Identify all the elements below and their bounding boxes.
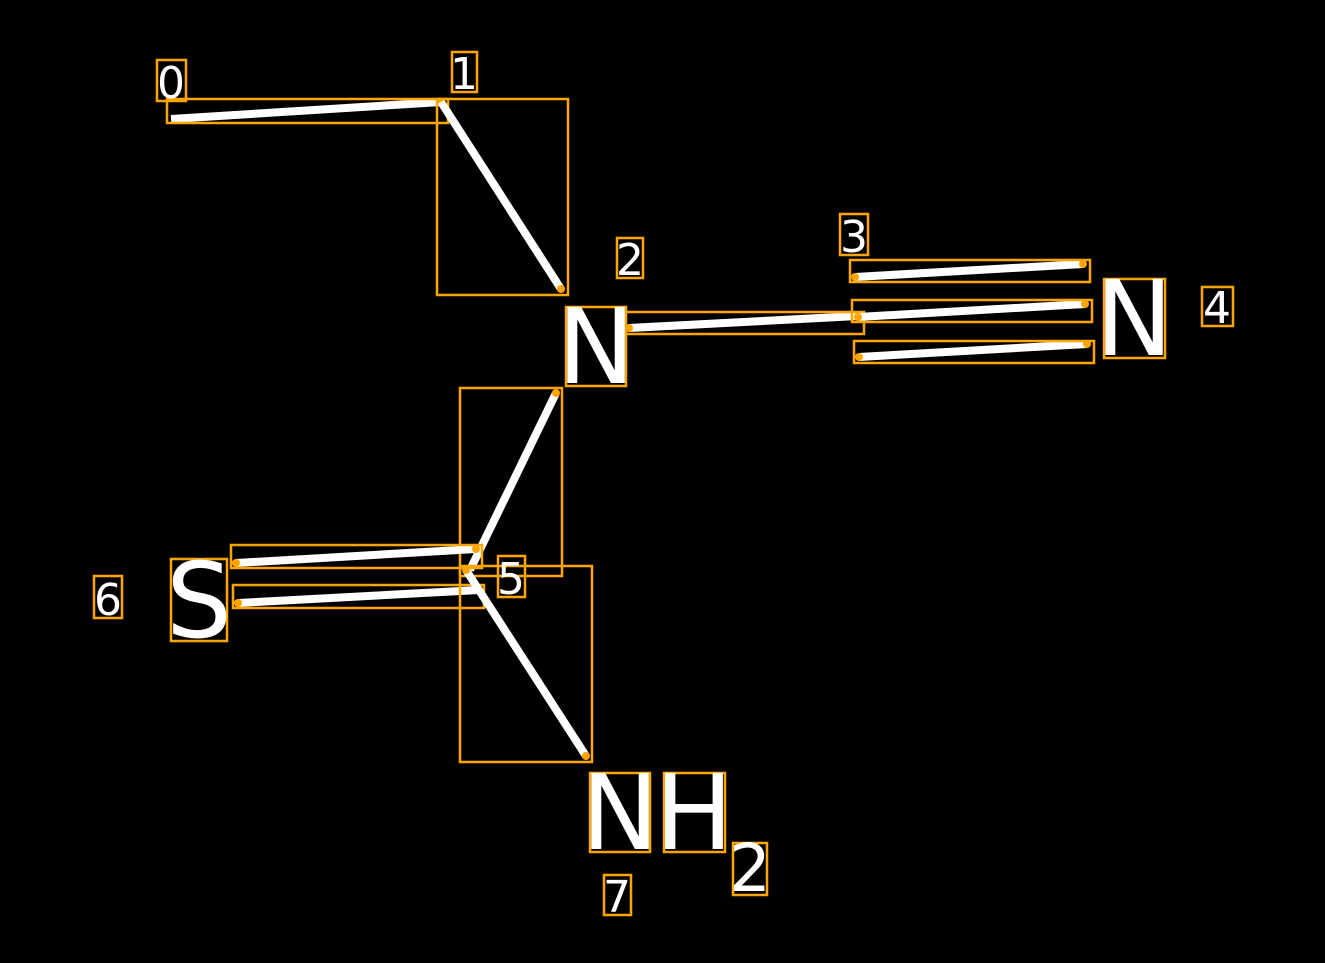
bond-endpoint-dot xyxy=(472,545,480,553)
bond-line xyxy=(628,312,859,332)
bond-3-4-b xyxy=(850,298,1094,324)
bond-line xyxy=(237,586,480,607)
label-text: 2 xyxy=(616,235,644,286)
bond-3-4-a xyxy=(848,258,1092,284)
atom-amine-n: N xyxy=(581,752,659,874)
bond-line xyxy=(854,260,1084,281)
index-label-5: 5 xyxy=(496,554,527,605)
annotation-box xyxy=(588,771,652,854)
bond-line xyxy=(462,567,590,759)
bond-line xyxy=(170,98,442,123)
bond-0-1 xyxy=(165,97,450,125)
label-text: N xyxy=(1095,258,1173,380)
index-label-2: 2 xyxy=(615,235,645,286)
index-label-3: 3 xyxy=(838,212,870,263)
bond-2-5 xyxy=(458,386,564,578)
annotation-box xyxy=(92,574,124,620)
annotation-box xyxy=(662,771,727,854)
annotation-box xyxy=(496,554,527,599)
annotation-box xyxy=(731,841,769,897)
label-text: 7 xyxy=(603,872,631,923)
label-text: S xyxy=(166,540,232,662)
annotation-box xyxy=(450,50,479,94)
annotation-box xyxy=(850,298,1094,324)
annotation-box xyxy=(602,873,633,917)
annotation-box xyxy=(458,386,564,578)
index-label-7: 7 xyxy=(602,872,633,923)
bond-endpoint-dot xyxy=(854,313,862,321)
index-label-6: 6 xyxy=(92,574,124,626)
annotation-box xyxy=(848,258,1092,284)
bond-line xyxy=(858,340,1088,361)
atom-amine-subscript: 2 xyxy=(729,830,771,907)
annotation-box xyxy=(169,557,229,643)
bond-endpoint-dot xyxy=(851,273,859,281)
bond-line xyxy=(857,300,1086,321)
bond-1-2 xyxy=(435,97,570,297)
label-text: 4 xyxy=(1203,283,1231,334)
annotation-box xyxy=(838,212,870,257)
label-text: 5 xyxy=(497,554,525,605)
bond-endpoint-dot xyxy=(855,353,863,361)
index-label-1: 1 xyxy=(450,49,479,100)
atom-nitrogen-2: N xyxy=(557,286,635,408)
atom-amine-h: H xyxy=(655,752,733,874)
annotation-box xyxy=(1200,285,1235,328)
index-label-4: 4 xyxy=(1200,283,1235,334)
atom-sulfur-6: S xyxy=(166,540,232,662)
bonds xyxy=(165,97,1096,764)
bond-endpoint-dot xyxy=(1083,340,1091,348)
atom-nitrogen-4: N xyxy=(1095,258,1173,380)
label-text: 6 xyxy=(94,575,122,626)
bond-2-3 xyxy=(623,310,866,336)
label-text: 0 xyxy=(157,58,185,109)
label-text: N xyxy=(557,286,635,408)
bond-endpoint-dot xyxy=(557,285,565,293)
index-label-0: 0 xyxy=(155,58,188,109)
label-text: 2 xyxy=(729,830,771,907)
bond-5-6-a xyxy=(229,543,484,570)
annotation-box xyxy=(229,543,484,570)
label-text: 1 xyxy=(450,49,478,100)
bond-endpoint-dot xyxy=(232,559,240,567)
annotation-box xyxy=(1102,277,1167,360)
bond-endpoint-dot xyxy=(1081,300,1089,308)
bond-5-6-b xyxy=(231,583,486,610)
annotation-box xyxy=(435,97,570,297)
bond-endpoint-dot xyxy=(234,599,242,607)
annotation-box xyxy=(852,339,1096,365)
bond-endpoint-dot xyxy=(1079,260,1087,268)
bond-endpoint-dot xyxy=(462,566,470,574)
bond-line xyxy=(466,391,560,572)
label-text: N xyxy=(581,752,659,874)
bond-endpoint-dot xyxy=(582,752,590,760)
label-text: H xyxy=(655,752,733,874)
bond-line xyxy=(235,545,477,567)
annotation-box xyxy=(564,305,628,388)
annotation-box xyxy=(155,58,188,103)
bond-endpoint-dot xyxy=(552,389,560,397)
bond-3-4-c xyxy=(852,339,1096,365)
annotation-box xyxy=(615,236,645,280)
label-text: 3 xyxy=(840,212,868,263)
bond-line xyxy=(437,99,565,292)
